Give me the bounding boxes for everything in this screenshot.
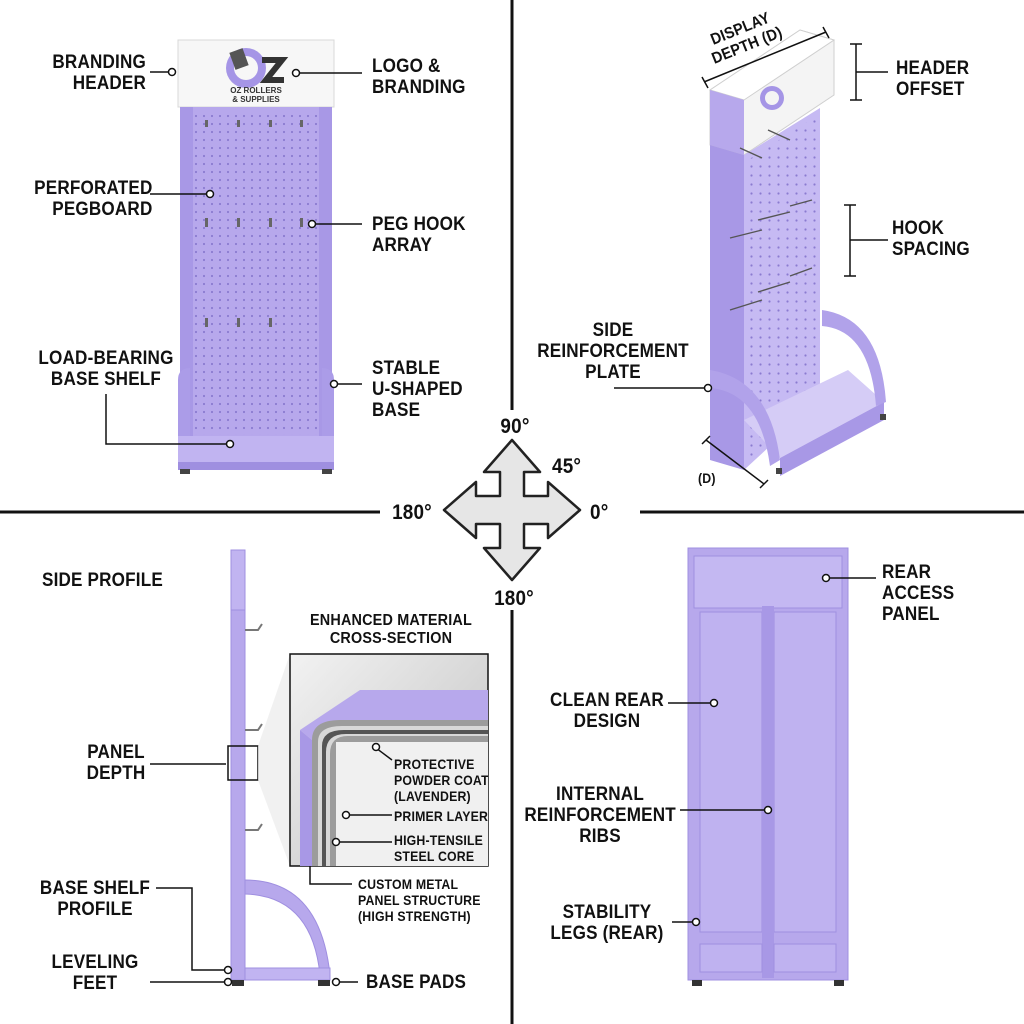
side-profile-view — [227, 549, 331, 986]
label-high-tensile-steel-core: HIGH-TENSILE STEEL CORE — [394, 832, 484, 864]
label-stability-legs-rear: STABILITY LEGS (REAR) — [550, 902, 664, 944]
label-internal-reinforcement-ribs: INTERNAL REINFORCEMENT RIBS — [524, 784, 676, 847]
label-side-reinforcement-plate: SIDE REINFORCEMENT PLATE — [537, 320, 689, 383]
isometric-view-leaders — [614, 26, 888, 489]
label-logo-branding: LOGO & BRANDING — [372, 56, 466, 98]
isometric-view-display — [708, 29, 886, 476]
angle-180-bottom: 180° — [494, 587, 534, 610]
label-hook-spacing: HOOK SPACING — [892, 218, 970, 260]
label-header-offset: HEADER OFFSET — [896, 58, 970, 100]
label-stable-u-shaped-base: STABLE U-SHAPED BASE — [372, 358, 463, 421]
label-primer-layer: PRIMER LAYER — [394, 808, 489, 824]
label-leveling-feet: LEVELING FEET — [51, 952, 139, 994]
material-cross-section-inset — [289, 653, 489, 867]
front-view-leaders — [105, 67, 362, 449]
label-protective-powder-coat: PROTECTIVE POWDER COAT (LAVENDER) — [394, 756, 489, 804]
angle-45: 45° — [552, 455, 582, 478]
angle-180-left: 180° — [392, 501, 432, 524]
rotation-arrows-icon — [442, 438, 582, 582]
rear-view-display — [687, 547, 849, 986]
label-peg-hook-array: PEG HOOK ARRAY — [372, 214, 466, 256]
label-branding-header: BRANDING HEADER — [52, 52, 146, 94]
label-perforated-pegboard: PERFORATED PEGBOARD — [33, 178, 152, 220]
label-base-pads: BASE PADS — [366, 972, 467, 993]
front-view-display — [177, 39, 335, 474]
angle-0: 0° — [590, 501, 609, 524]
label-enhanced-material: ENHANCED MATERIAL CROSS-SECTION — [310, 612, 472, 647]
label-base-shelf-profile: BASE SHELF PROFILE — [39, 878, 151, 920]
logo-subtext: OZ ROLLERS & SUPPLIES — [230, 86, 282, 104]
label-depth-d: (D) — [698, 470, 716, 486]
label-rear-access-panel: REAR ACCESS PANEL — [882, 562, 955, 625]
label-clean-rear-design: CLEAN REAR DESIGN — [550, 690, 664, 732]
iso-logo-icon — [760, 86, 784, 110]
label-panel-depth: PANEL DEPTH — [86, 742, 146, 784]
label-load-bearing-base-shelf: LOAD-BEARING BASE SHELF — [38, 348, 174, 390]
rear-view-leaders — [668, 573, 876, 927]
label-side-profile: SIDE PROFILE — [42, 570, 163, 591]
side-profile-leaders — [150, 742, 393, 987]
logo-icon — [226, 48, 289, 88]
angle-90: 90° — [500, 415, 530, 438]
label-custom-metal-panel: CUSTOM METAL PANEL STRUCTURE (HIGH STREN… — [358, 876, 481, 924]
